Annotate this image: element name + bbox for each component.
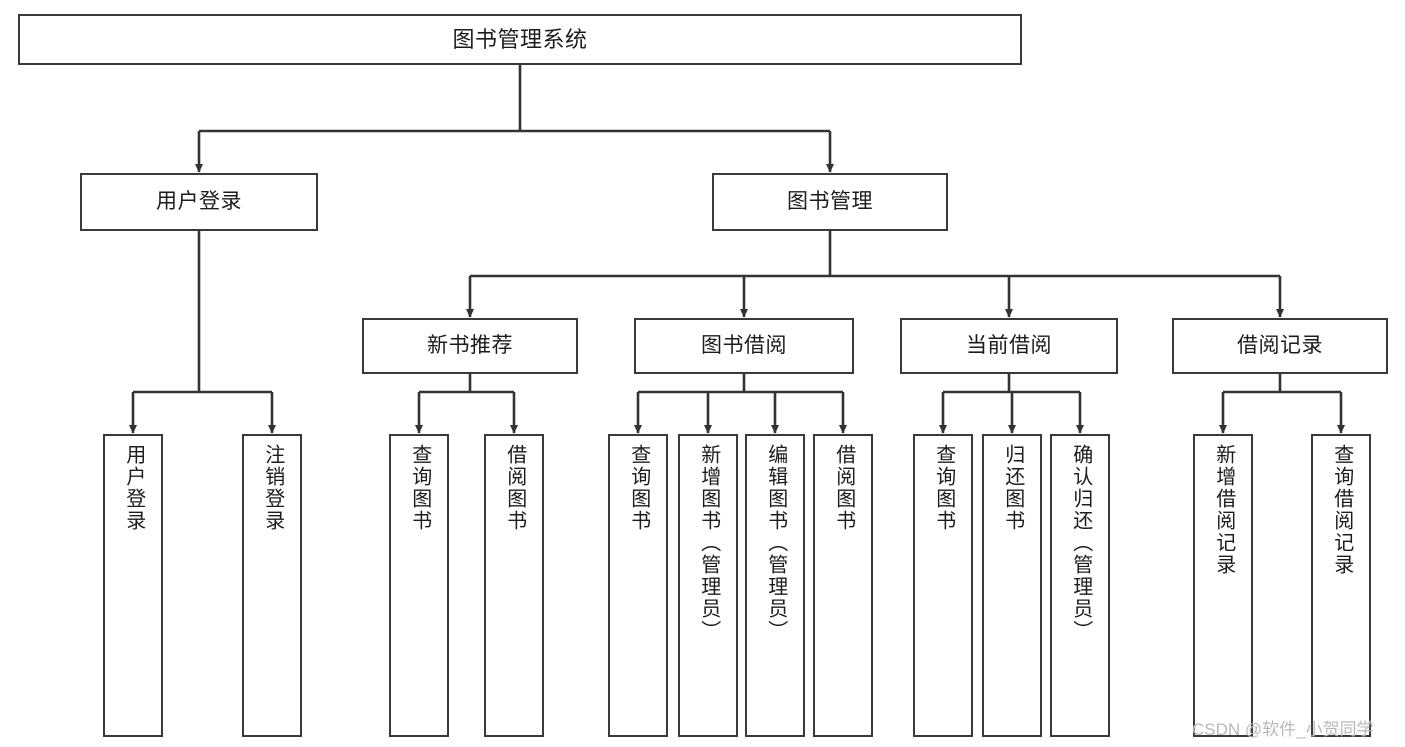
csdn-watermark: CSDN @软件_小贺同学: [1192, 720, 1374, 739]
node-l-confirm[interactable]: 确认归还（管理员）: [1050, 434, 1110, 737]
node-current[interactable]: 当前借阅: [900, 318, 1118, 374]
node-l-qrec[interactable]: 查询借阅记录: [1311, 434, 1371, 737]
node-login[interactable]: 用户登录: [80, 173, 318, 231]
node-label: 编辑图书（管理员）: [764, 444, 787, 642]
node-label: 新增借阅记录: [1212, 444, 1235, 576]
node-label: 新书推荐: [427, 333, 513, 357]
node-l-q1[interactable]: 查询图书: [389, 434, 449, 737]
node-root[interactable]: 图书管理系统: [18, 14, 1022, 65]
node-l-b1[interactable]: 借阅图书: [484, 434, 544, 737]
node-label: 借阅记录: [1237, 333, 1323, 357]
node-label: 确认归还（管理员）: [1069, 444, 1092, 642]
node-label: 借阅图书: [832, 444, 855, 532]
node-borrow[interactable]: 图书借阅: [634, 318, 854, 374]
node-label: 查询图书: [932, 444, 955, 532]
node-l-b2[interactable]: 借阅图书: [813, 434, 873, 737]
node-label: 图书借阅: [701, 333, 787, 357]
node-bookmgmt[interactable]: 图书管理: [712, 173, 948, 231]
node-label: 查询图书: [408, 444, 431, 532]
node-l-addrec[interactable]: 新增借阅记录: [1193, 434, 1253, 737]
node-label: 查询借阅记录: [1330, 444, 1353, 576]
node-label: 查询图书: [627, 444, 650, 532]
node-label: 归还图书: [1001, 444, 1024, 532]
node-label: 新增图书（管理员）: [697, 444, 720, 642]
node-l-logout[interactable]: 注销登录: [242, 434, 302, 737]
node-label: 当前借阅: [966, 333, 1052, 357]
node-l-q2[interactable]: 查询图书: [608, 434, 668, 737]
node-label: 注销登录: [261, 444, 284, 532]
node-records[interactable]: 借阅记录: [1172, 318, 1388, 374]
node-label: 用户登录: [122, 444, 145, 532]
node-label: 用户登录: [156, 189, 242, 213]
node-label: 图书管理: [787, 189, 873, 213]
node-l-q3[interactable]: 查询图书: [913, 434, 973, 737]
node-label: 图书管理系统: [452, 26, 588, 52]
node-l-edit[interactable]: 编辑图书（管理员）: [745, 434, 805, 737]
node-l-login[interactable]: 用户登录: [103, 434, 163, 737]
node-label: 借阅图书: [503, 444, 526, 532]
node-l-add[interactable]: 新增图书（管理员）: [678, 434, 738, 737]
node-newrec[interactable]: 新书推荐: [362, 318, 578, 374]
connector-edges: [128, 65, 1346, 434]
node-l-ret[interactable]: 归还图书: [982, 434, 1042, 737]
